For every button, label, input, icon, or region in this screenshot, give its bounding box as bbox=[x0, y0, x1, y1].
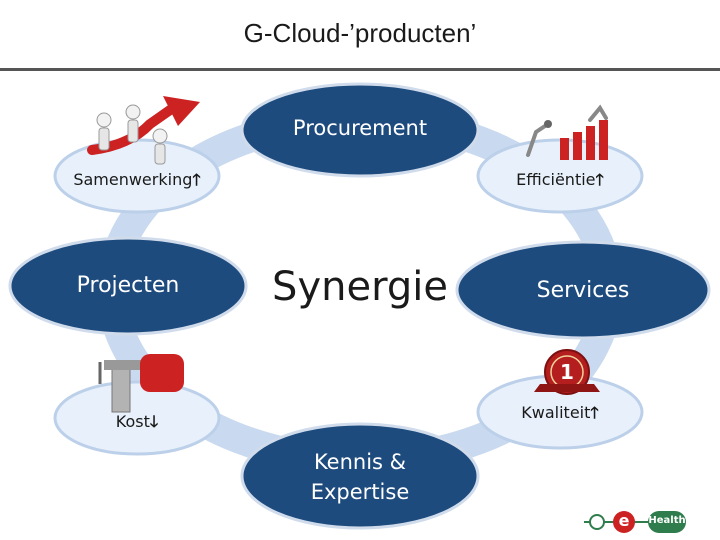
kost-oval bbox=[53, 380, 221, 456]
kwaliteit-label: Kwaliteit🡑 bbox=[475, 402, 645, 429]
efficientie-text: Efficiëntie bbox=[516, 170, 596, 189]
robot-bars-icon bbox=[526, 104, 608, 160]
arrow-down-icon: 🡓 bbox=[149, 412, 159, 431]
slide-title: G-Cloud-’producten’ bbox=[243, 18, 477, 48]
kwaliteit-text: Kwaliteit bbox=[521, 403, 591, 422]
projecten-label: Projecten bbox=[76, 273, 180, 298]
efficientie-label: Efficiëntie🡑 bbox=[475, 169, 645, 196]
badge-rank: 1 bbox=[560, 360, 574, 384]
services-label: Services bbox=[536, 278, 630, 303]
kennis-label-line1: Kennis & bbox=[313, 450, 407, 474]
teamwork-icon bbox=[87, 96, 200, 165]
logo-text: Health bbox=[648, 515, 686, 526]
title-divider bbox=[0, 68, 720, 71]
center-label: Synergie bbox=[272, 264, 448, 310]
cost-clamp-icon bbox=[98, 354, 184, 413]
ehealth-logo bbox=[584, 511, 686, 533]
kennis-label-line2: Expertise bbox=[310, 480, 410, 504]
kost-label: Kost🡓 bbox=[52, 411, 222, 438]
samenwerking-text: Samenwerking bbox=[73, 170, 193, 189]
samenwerking-label: Samenwerking🡑 bbox=[52, 169, 222, 196]
logo-letter: e bbox=[618, 511, 630, 530]
procurement-label: Procurement bbox=[292, 116, 428, 140]
procurement-node bbox=[240, 82, 480, 178]
quality-badge-icon bbox=[534, 349, 600, 395]
kennis-expertise-node bbox=[240, 422, 480, 530]
services-node bbox=[455, 240, 711, 340]
arrow-up-icon: 🡑 bbox=[595, 170, 604, 189]
arrow-up-icon: 🡑 bbox=[192, 170, 201, 189]
arrow-up-icon: 🡑 bbox=[590, 403, 599, 422]
projecten-node bbox=[8, 236, 248, 336]
kost-text: Kost bbox=[115, 412, 150, 431]
